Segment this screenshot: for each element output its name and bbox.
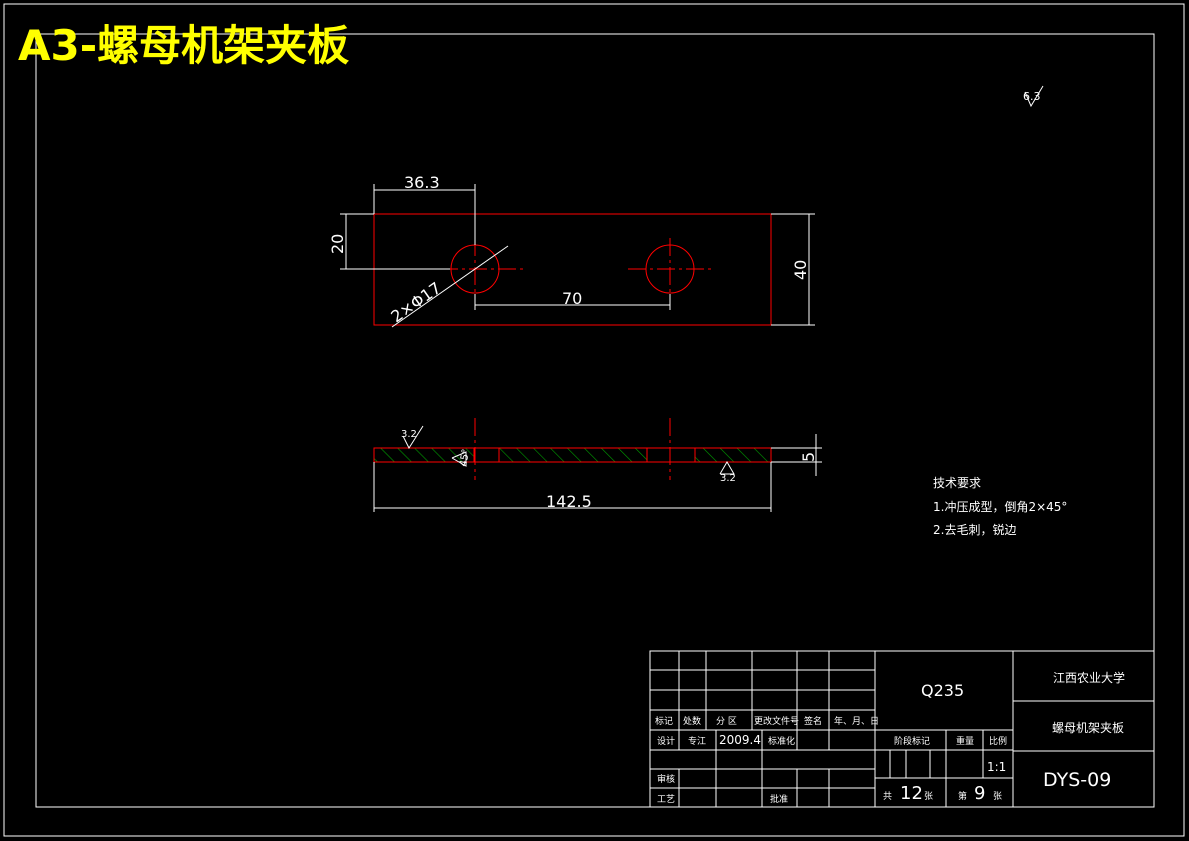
tb-scale: 1:1 (987, 760, 1006, 774)
tb-h-zone: 分 区 (716, 716, 737, 727)
title-block-grid (649, 650, 1155, 808)
tb-material: Q235 (921, 681, 964, 700)
tb-date: 2009.4 (719, 733, 761, 747)
tb-approve: 批准 (770, 793, 788, 805)
tb-drawing-no: DYS-09 (1043, 769, 1111, 791)
drawing-title: A3-螺母机架夹板 (18, 21, 349, 70)
tb-sheet-suf: 张 (993, 791, 1002, 802)
section-hole-2 (646, 447, 696, 463)
outer-border (3, 3, 1185, 837)
tb-process: 工艺 (657, 794, 675, 805)
dim-142-5: 142.5 (546, 492, 592, 511)
section-hole-1 (473, 447, 500, 463)
section-view: 142.5 5 3.2 3.2 45° (373, 418, 822, 512)
dimensions-section (373, 425, 822, 512)
tb-scale-label: 比例 (989, 735, 1007, 747)
tb-h-docno: 更改文件号 (754, 715, 799, 727)
dim-40: 40 (791, 260, 810, 280)
tech-line-1: 1.冲压成型，倒角2×45° (933, 499, 1067, 514)
tb-h-count: 处数 (683, 715, 701, 727)
section-seg-3 (694, 447, 772, 463)
dim-70: 70 (562, 289, 582, 308)
tb-h-date: 年、月、日 (834, 715, 879, 727)
dim-5: 5 (799, 452, 818, 462)
tb-h-sign: 签名 (804, 715, 822, 727)
tb-school: 江西农业大学 (1053, 670, 1125, 685)
tb-total-suf: 张 (924, 791, 933, 802)
dim-holes: 2×Φ17 (387, 278, 444, 326)
inner-border (35, 33, 1155, 808)
tb-sheet-pre: 第 (958, 790, 967, 802)
tb-h-mark: 标记 (655, 715, 673, 727)
title-block-text: 标记 处数 分 区 更改文件号 签名 年、月、日 设计 专江 2009.4 标准… (655, 715, 1007, 805)
dimensions-top (340, 184, 815, 328)
tb-sheet-num: 9 (974, 783, 985, 804)
tb-stage: 阶段标记 (894, 735, 930, 747)
tb-total-pre: 共 (883, 791, 892, 802)
tb-weight: 重量 (956, 735, 974, 747)
section-seg-2 (498, 447, 648, 463)
dim-36-3: 36.3 (404, 173, 440, 192)
tech-line-2: 2.去毛刺，锐边 (933, 523, 1016, 537)
tb-designer: 专江 (688, 735, 706, 747)
tb-total-num: 12 (900, 783, 923, 804)
dim-20: 20 (328, 234, 347, 254)
tb-design: 设计 (657, 735, 675, 747)
roughness-right: 3.2 (720, 473, 736, 484)
tb-std: 标准化 (768, 735, 795, 747)
chamfer-mark: 45° (458, 448, 472, 467)
roughness-left: 3.2 (401, 429, 417, 440)
roughness-global-value: 6.3 (1023, 90, 1041, 103)
centerlines-section (474, 418, 671, 480)
tb-part-name: 螺母机架夹板 (1052, 721, 1124, 735)
roughness-symbol-global (1024, 85, 1044, 108)
top-view: 36.3 20 40 70 2×Φ17 (328, 173, 815, 328)
tech-heading: 技术要求 (933, 476, 981, 490)
tb-review: 审核 (657, 773, 675, 785)
